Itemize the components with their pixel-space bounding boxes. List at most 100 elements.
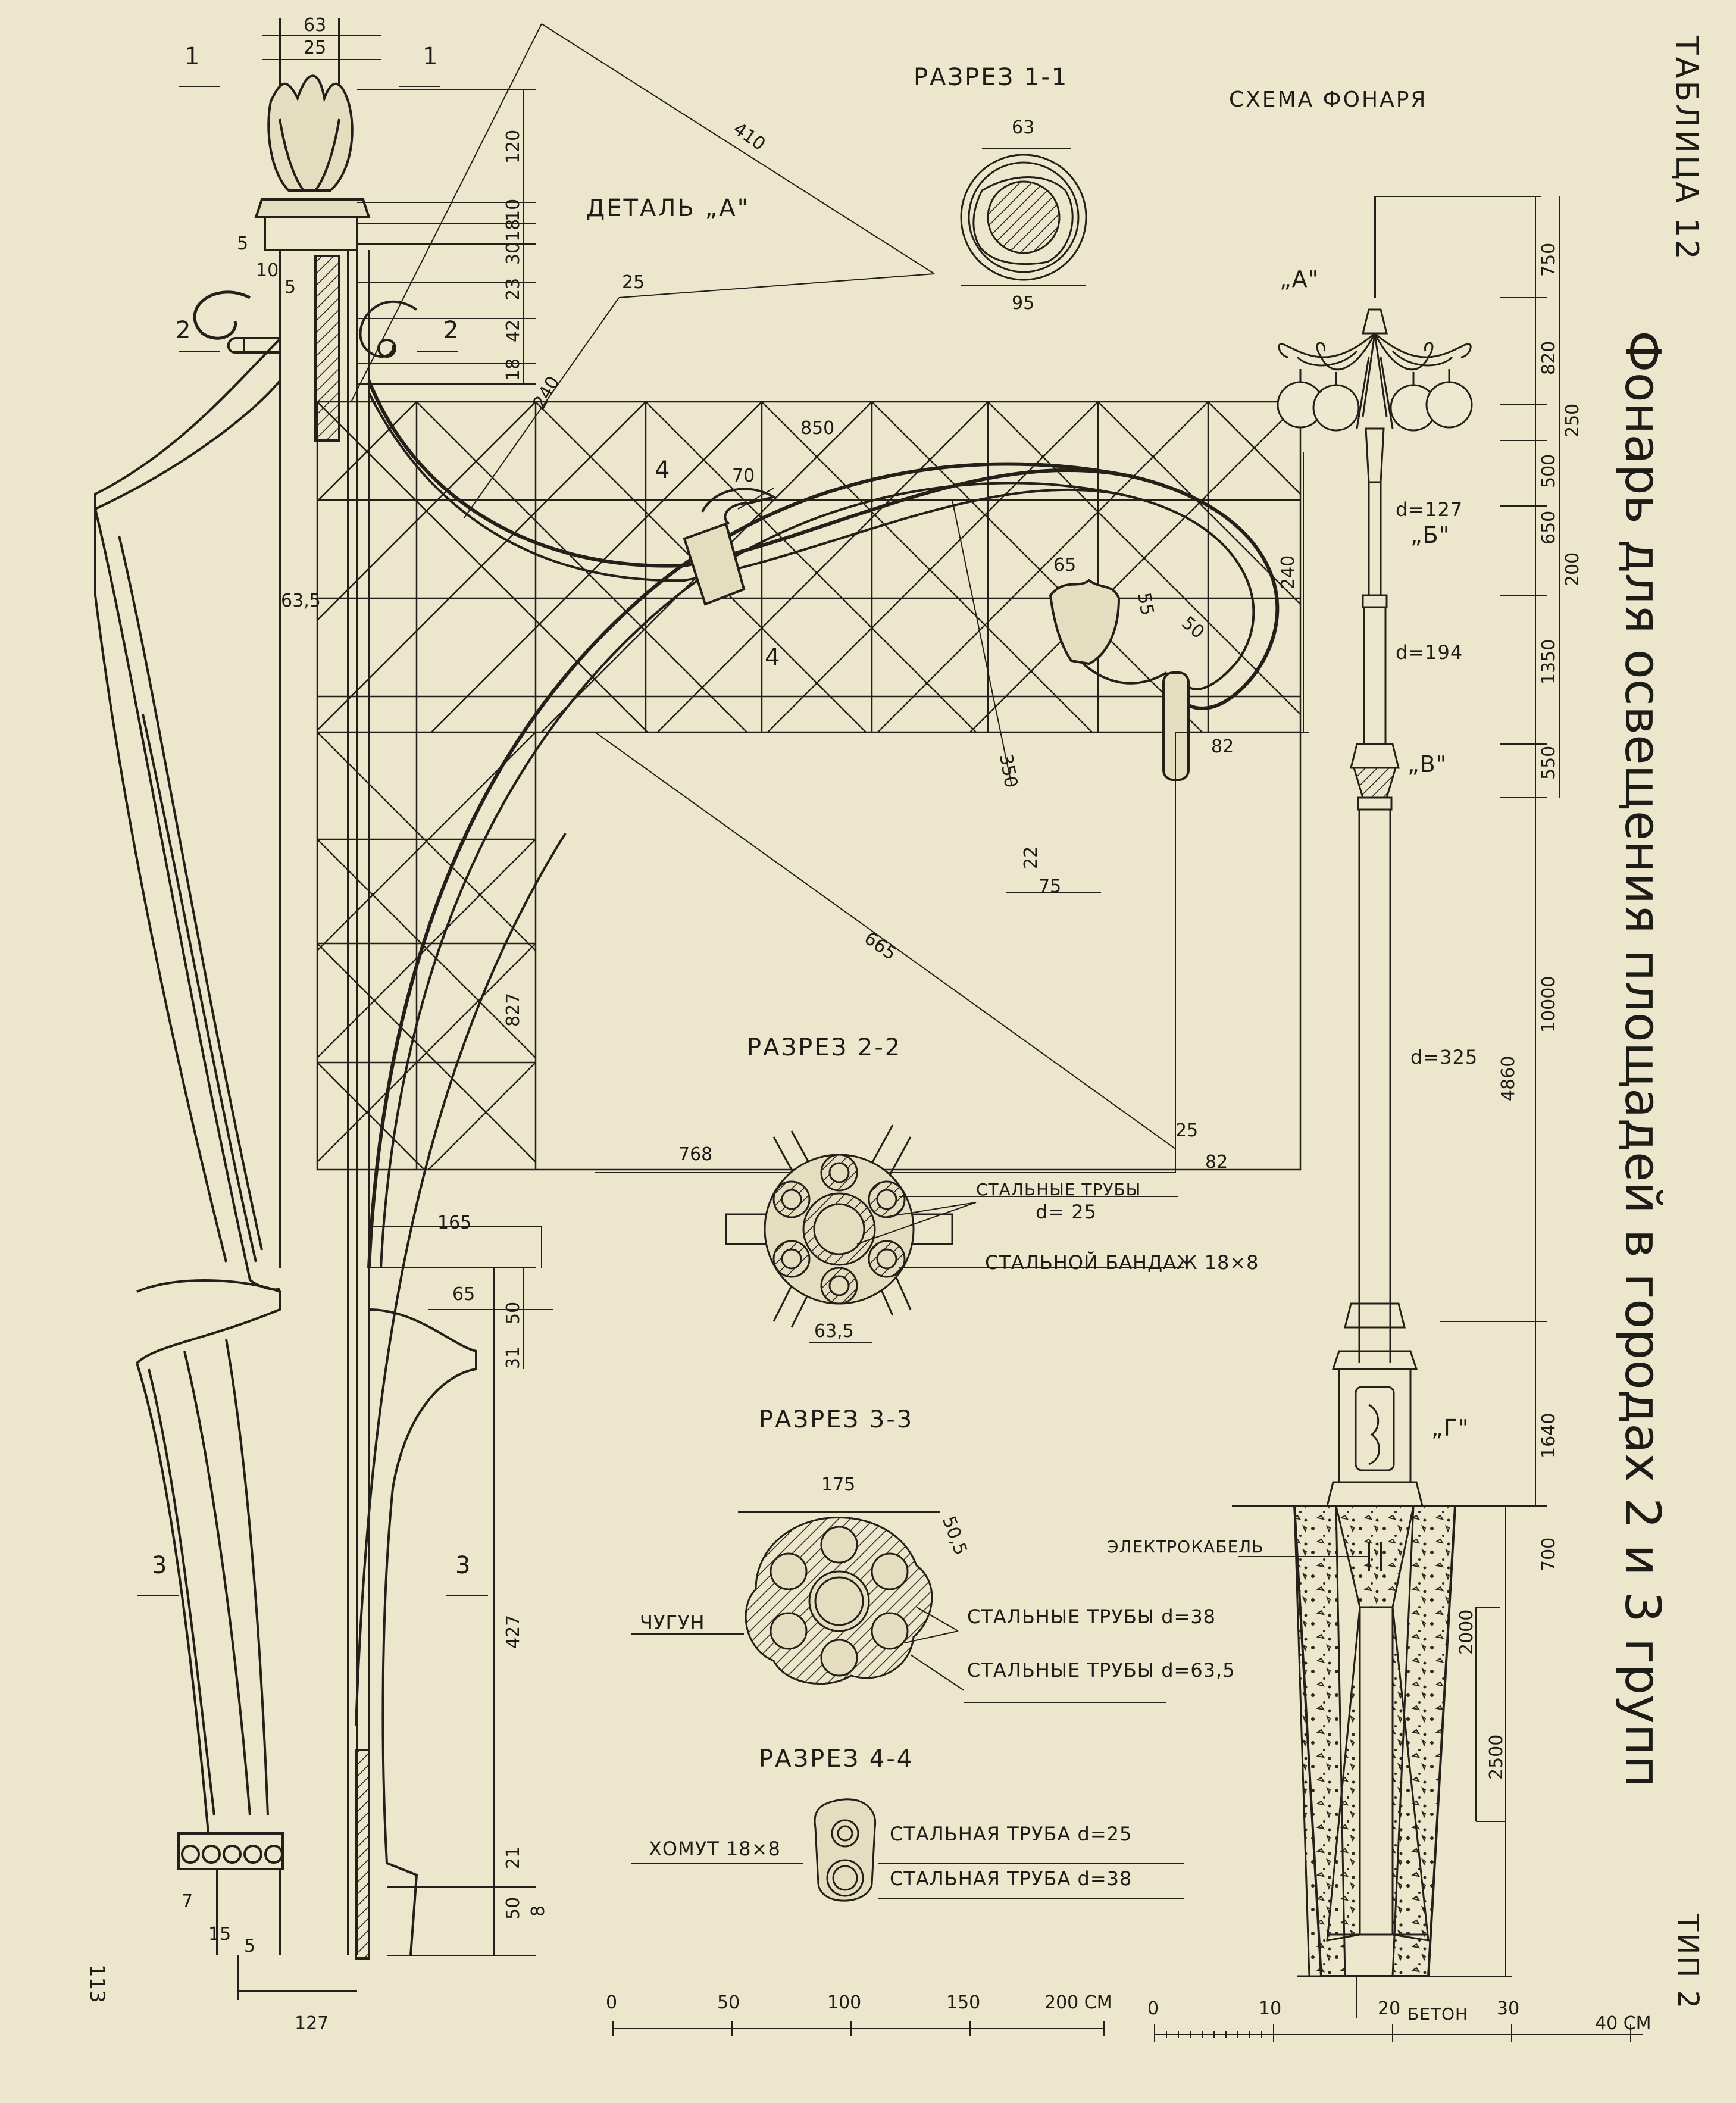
dim-label: 5	[237, 233, 249, 254]
lamp-scheme-drawing	[1232, 196, 1560, 2018]
scheme-height: 200	[1562, 552, 1583, 586]
scheme-height: 2500	[1486, 1734, 1507, 1780]
section-2-2-drawing	[725, 1124, 1184, 1343]
dim-label: 55	[1133, 591, 1158, 617]
dim-label: 25	[622, 272, 645, 293]
dim-label: 827	[503, 992, 524, 1027]
cut-mark-2-left: 2	[176, 317, 191, 344]
dim-label: 63,5	[281, 590, 321, 611]
dim-label: 23	[503, 277, 524, 301]
section-3-3-title: РАЗРЕЗ 3-3	[759, 1406, 914, 1433]
scheme-height: 700	[1538, 1537, 1559, 1571]
scale-bar-left-drawing	[612, 2021, 1105, 2036]
scale-right-tick: 0	[1147, 1998, 1159, 2019]
type-label: ТИП 2	[1671, 1914, 1704, 2011]
scheme-height: 750	[1538, 242, 1559, 277]
dim-label: 25	[304, 38, 327, 58]
scale-left-tick: 100	[827, 1992, 862, 2013]
dim-label: 350	[994, 752, 1022, 790]
pipe-25-note: СТАЛЬНАЯ ТРУБА d=25	[890, 1823, 1133, 1845]
detail-dimension-lines	[137, 23, 1309, 2000]
dim-label: 165	[437, 1213, 472, 1233]
cut-mark-4-top: 4	[655, 457, 670, 484]
cut-mark-1-left: 1	[184, 43, 200, 70]
dim-label: 10	[256, 260, 279, 281]
dim-label: 65	[1053, 555, 1077, 576]
steel-band-note: СТАЛЬНОЙ БАНДАЖ 18×8	[985, 1251, 1259, 1274]
dim-label: 50	[503, 1301, 524, 1324]
dim-label: 65	[452, 1284, 476, 1305]
dim-label: 42	[503, 319, 524, 342]
dim-label: 850	[800, 418, 835, 439]
cast-iron-note: ЧУГУН	[640, 1611, 705, 1634]
section-1-1-dim-top: 63	[1012, 117, 1035, 138]
dim-label: 7	[182, 1891, 193, 1912]
table-label: ТАБЛИЦА 12	[1669, 36, 1704, 262]
dim-label: 75	[1039, 876, 1062, 897]
section-3-3-drawing	[631, 1511, 1166, 1703]
concrete-note: БЕТОН	[1407, 2004, 1469, 2024]
pipes-63-5-note: СТАЛЬНЫЕ ТРУБЫ d=63,5	[967, 1659, 1235, 1682]
scheme-height: 250	[1562, 403, 1583, 438]
dim-label: 10	[503, 198, 524, 221]
pipes-38-note: СТАЛЬНЫЕ ТРУБЫ d=38	[967, 1605, 1216, 1628]
clamp-note: ХОМУТ 18×8	[649, 1838, 781, 1860]
scheme-diameter-127: d=127	[1396, 498, 1463, 521]
dim-label: 30	[503, 242, 524, 265]
scheme-diameter-325: d=325	[1410, 1046, 1478, 1068]
dim-label: 768	[678, 1144, 713, 1165]
dim-label: 63	[304, 15, 327, 36]
dim-label: 120	[503, 129, 524, 164]
section-1-1-drawing	[960, 148, 1087, 286]
detail-a-grid	[316, 401, 1302, 1171]
scale-right-tick: 30	[1497, 1998, 1520, 2019]
scheme-mark-g: „Г"	[1431, 1415, 1469, 1441]
dim-label: 18	[503, 358, 524, 381]
lamp-scheme-title: СХЕМА ФОНАРЯ	[1229, 88, 1428, 112]
scheme-mark-v: „В"	[1407, 751, 1447, 777]
scale-bar-right-drawing	[1154, 2024, 1643, 2042]
scale-right-tick: 20	[1378, 1998, 1401, 2019]
scale-left-tick: 150	[946, 1992, 981, 2013]
dim-label: 18	[503, 218, 524, 242]
section-3-3-dim-width: 175	[821, 1474, 856, 1495]
steel-pipes-note: СТАЛЬНЫЕ ТРУБЫ	[976, 1180, 1141, 1199]
detail-bracket	[94, 18, 1280, 1960]
section-1-1-dim-bottom: 95	[1012, 293, 1035, 314]
cut-mark-1-right: 1	[423, 43, 438, 70]
cut-mark-3-left: 3	[152, 1552, 167, 1579]
scheme-diameter-194: d=194	[1396, 641, 1463, 664]
dim-label: 82	[1211, 736, 1234, 757]
section-1-1-title: РАЗРЕЗ 1-1	[914, 64, 1069, 91]
dim-label: 82	[1205, 1152, 1228, 1173]
section-4-4-title: РАЗРЕЗ 4-4	[759, 1745, 914, 1773]
dim-label: 127	[295, 2013, 329, 2034]
cut-mark-4-bottom: 4	[765, 644, 780, 671]
dim-label: 8	[528, 1905, 549, 1917]
page-number: 113	[85, 1964, 109, 2003]
dim-label: 427	[503, 1614, 524, 1649]
scheme-height: 1640	[1538, 1413, 1559, 1458]
scheme-height: 650	[1538, 510, 1559, 545]
dim-label: 5	[244, 1936, 256, 1957]
dim-label: 15	[208, 1924, 232, 1945]
scheme-height: 4860	[1498, 1055, 1519, 1101]
scheme-height: 10000	[1538, 976, 1559, 1033]
scale-left-tick: 50	[717, 1992, 740, 2013]
scheme-height: 2000	[1456, 1609, 1477, 1655]
scheme-height: 550	[1538, 745, 1559, 780]
scheme-height: 1350	[1538, 639, 1559, 685]
dim-label: 25	[1175, 1120, 1199, 1141]
scale-left-tick: 0	[606, 1992, 618, 2013]
scale-right-tick: 40 СМ	[1595, 2013, 1651, 2034]
sheet-title: Фонарь для освещения площадей в городах …	[1614, 330, 1671, 1788]
steel-pipes-diameter: d= 25	[1036, 1201, 1097, 1223]
scheme-height: 500	[1538, 454, 1559, 488]
scale-right-tick: 10	[1259, 1998, 1282, 2019]
electric-cable-note: ЭЛЕКТРОКАБЕЛЬ	[1107, 1537, 1264, 1557]
dim-label: 5	[284, 277, 296, 298]
scheme-mark-a: „А"	[1280, 266, 1319, 292]
scale-left-tick: 200 СМ	[1044, 1992, 1112, 2013]
